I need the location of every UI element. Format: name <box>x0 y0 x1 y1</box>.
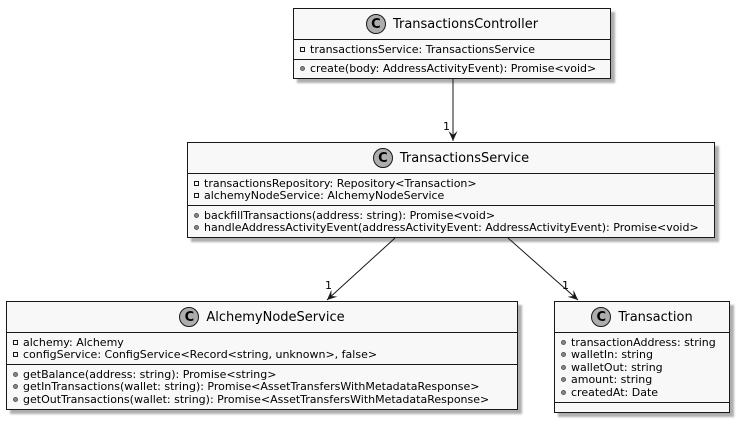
class-stereotype-icon: C <box>179 307 200 327</box>
public-visibility-icon <box>561 352 566 358</box>
member-text: alchemy: Alchemy <box>23 335 124 349</box>
class-name: TransactionsController <box>392 16 539 32</box>
class-name: TransactionsService <box>399 150 530 166</box>
attribute-row: walletOut: string <box>561 361 729 374</box>
association-service-alchemy: 1 <box>325 237 396 301</box>
public-visibility-icon <box>194 212 199 218</box>
member-text: alchemyNodeService: AlchemyNodeService <box>204 189 445 203</box>
public-visibility-icon <box>561 389 566 395</box>
class-name: AlchemyNodeService <box>206 309 345 325</box>
member-text: walletIn: string <box>571 348 653 362</box>
association-line <box>326 237 396 301</box>
operation-row: getInTransactions(wallet: string): Promi… <box>13 380 517 394</box>
operation-row: create(body: AddressActivityEvent): Prom… <box>300 62 610 76</box>
operation-row: backfillTransactions(address: string): P… <box>194 209 714 222</box>
arrowhead-icon <box>567 290 578 300</box>
public-visibility-icon <box>13 371 18 377</box>
member-text: handleAddressActivityEvent(addressActivi… <box>204 221 699 235</box>
member-text: transactionsRepository: Repository<Trans… <box>204 176 477 190</box>
association-line <box>507 237 579 301</box>
class-name: Transaction <box>618 309 693 325</box>
attribute-row: alchemy: Alchemy <box>13 336 517 349</box>
member-text: createdAt: Date <box>571 385 659 399</box>
operation-row: getOutTransactions(wallet: string): Prom… <box>13 393 517 406</box>
member-text: walletOut: string <box>571 360 663 374</box>
member-text: configService: ConfigService<Record<stri… <box>23 348 378 362</box>
operations-compartment: create(body: AddressActivityEvent): Prom… <box>294 58 610 79</box>
arrowhead-icon <box>448 131 458 141</box>
class-header: C AlchemyNodeService <box>7 302 517 333</box>
private-visibility-icon <box>13 352 18 358</box>
multiplicity-label: 1 <box>443 120 450 133</box>
association-service-transaction: 1 <box>507 237 579 301</box>
attribute-row: walletIn: string <box>561 348 729 362</box>
multiplicity-label: 1 <box>562 279 569 292</box>
association-controller-service: 1 <box>443 79 458 141</box>
public-visibility-icon <box>561 377 566 383</box>
operation-row: getBalance(address: string): Promise<str… <box>13 368 517 381</box>
public-visibility-icon <box>561 364 566 370</box>
member-text: getInTransactions(wallet: string): Promi… <box>23 380 480 394</box>
attribute-row: transactionsRepository: Repository<Trans… <box>194 177 714 190</box>
operation-row: handleAddressActivityEvent(addressActivi… <box>194 221 714 235</box>
public-visibility-icon <box>13 384 18 390</box>
public-visibility-icon <box>300 66 305 72</box>
member-text: transactionAddress: string <box>571 335 716 349</box>
operations-compartment <box>555 401 729 412</box>
member-text: amount: string <box>571 373 653 387</box>
member-text: getBalance(address: string): Promise<str… <box>23 367 277 381</box>
member-text: getOutTransactions(wallet: string): Prom… <box>23 392 490 406</box>
operations-compartment: backfillTransactions(address: string): P… <box>188 205 714 237</box>
operations-compartment: getBalance(address: string): Promise<str… <box>7 364 517 409</box>
private-visibility-icon <box>194 193 199 199</box>
public-visibility-icon <box>194 225 199 231</box>
private-visibility-icon <box>300 46 305 52</box>
public-visibility-icon <box>561 339 566 345</box>
class-header: C Transaction <box>555 302 729 333</box>
class-header: C TransactionsController <box>294 9 610 40</box>
private-visibility-icon <box>194 180 199 186</box>
class-service: C TransactionsService transactionsReposito… <box>187 142 715 238</box>
attribute-row: alchemyNodeService: AlchemyNodeService <box>194 189 714 203</box>
member-text: create(body: AddressActivityEvent): Prom… <box>310 62 597 76</box>
class-stereotype-icon: C <box>365 14 386 34</box>
multiplicity-label: 1 <box>325 279 332 292</box>
class-header: C TransactionsService <box>188 143 714 174</box>
attributes-compartment: transactionsService: TransactionsService <box>294 40 610 59</box>
class-controller: C TransactionsController transactionsServi… <box>293 8 611 79</box>
private-visibility-icon <box>13 339 18 345</box>
attribute-row: amount: string <box>561 373 729 387</box>
attributes-compartment: transactionsRepository: Repository<Trans… <box>188 174 714 205</box>
attribute-row: createdAt: Date <box>561 386 729 399</box>
attribute-row: configService: ConfigService<Record<stri… <box>13 348 517 362</box>
member-text: transactionsService: TransactionsService <box>310 42 536 56</box>
class-stereotype-icon: C <box>372 148 393 168</box>
attribute-row: transactionAddress: string <box>561 336 729 349</box>
member-text: backfillTransactions(address: string): P… <box>204 208 496 222</box>
arrowhead-icon <box>327 289 338 300</box>
class-stereotype-icon: C <box>591 307 612 327</box>
public-visibility-icon <box>13 396 18 402</box>
attribute-row: transactionsService: TransactionsService <box>300 43 610 56</box>
